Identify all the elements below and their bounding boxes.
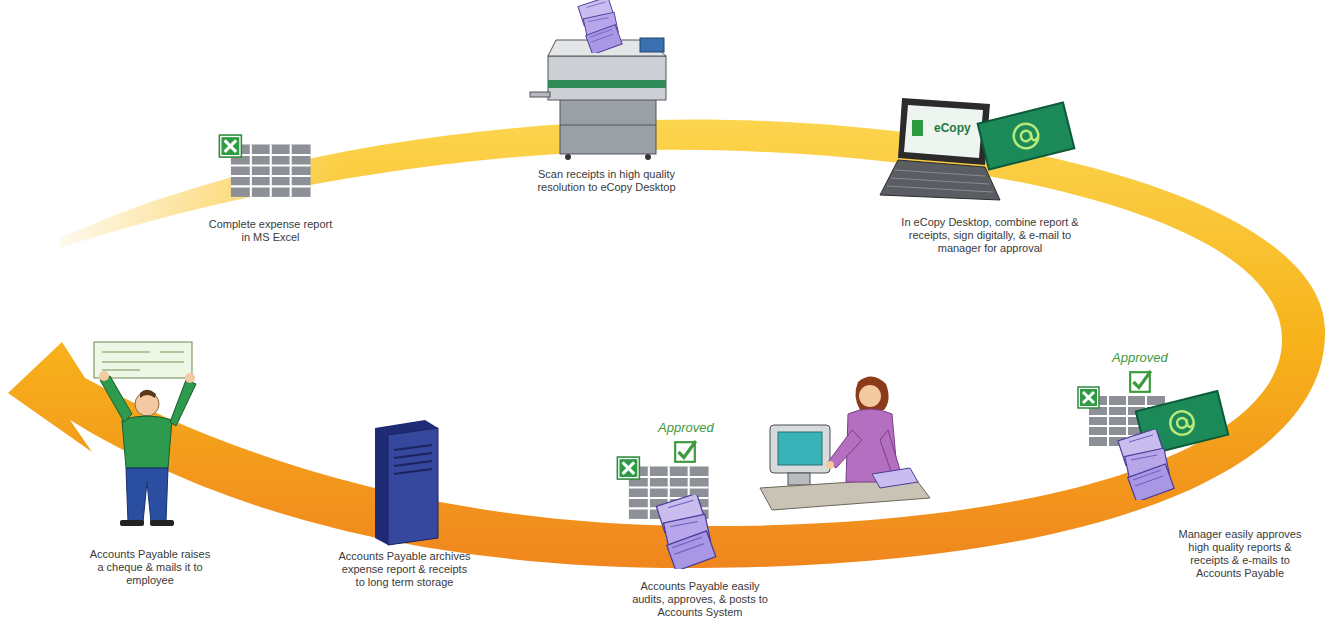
laptop-part	[898, 98, 990, 165]
employee-with-cheque-part	[100, 376, 132, 422]
laptop-part-part	[891, 178, 989, 184]
archive-server-part-part	[394, 469, 432, 474]
archive-server-part	[388, 428, 438, 545]
archive-server-part	[394, 445, 432, 474]
laptop-part	[912, 120, 923, 136]
employee-with-cheque-part	[120, 520, 144, 526]
scanner-copier-part	[548, 80, 666, 88]
archive-server	[375, 420, 438, 545]
clerk-at-desk-part	[788, 473, 810, 485]
laptop	[880, 98, 1000, 200]
excel-sheet-icon	[219, 135, 310, 197]
employee-with-cheque-part-part	[160, 351, 184, 353]
scanner-copier-part	[578, 0, 622, 55]
employee-with-cheque-part	[94, 342, 192, 378]
approval-stamp: Approved	[658, 420, 714, 435]
clerk-at-desk-part	[778, 432, 822, 465]
clerk-at-desk-part	[770, 425, 830, 473]
employee-with-cheque-part	[185, 373, 195, 383]
step-caption: Complete expense report in MS Excel	[203, 218, 338, 244]
scanner-copier-part	[645, 154, 651, 160]
approved-check	[1130, 371, 1151, 392]
employee-with-cheque-part	[99, 371, 109, 381]
scanner-copier-part	[560, 125, 656, 126]
archive-server-part-part	[394, 461, 432, 466]
archive-server-part-part	[394, 453, 432, 458]
clerk-at-desk	[760, 376, 930, 510]
step-caption: Accounts Payable easily audits, approves…	[625, 580, 775, 619]
employee-with-cheque-part	[102, 352, 184, 370]
employee-with-cheque-part-part	[102, 361, 184, 363]
clerk-at-desk-part	[855, 376, 888, 410]
scanner-copier-part	[565, 154, 571, 160]
step-caption: Manager easily approves high quality rep…	[1170, 528, 1310, 580]
archive-server-part-part	[394, 445, 432, 450]
receipt-papers	[1118, 428, 1174, 502]
employee-with-cheque-part	[140, 390, 156, 398]
laptop-part	[887, 170, 993, 192]
scanner-copier	[530, 0, 666, 160]
laptop-part-part	[895, 170, 985, 176]
laptop-part-part	[887, 186, 993, 192]
step-caption: Scan receipts in high quality resolution…	[534, 168, 679, 194]
employee-with-cheque-part	[122, 416, 172, 468]
scanner-copier-part	[560, 98, 656, 154]
band-fade	[0, 110, 340, 290]
clerk-at-desk-part	[859, 385, 881, 407]
approved-check	[675, 441, 696, 462]
email-envelope	[978, 103, 1075, 170]
laptop-part	[904, 105, 983, 158]
employee-with-cheque-part	[170, 380, 196, 426]
employee-with-cheque-part	[126, 468, 168, 522]
scanner-copier-part	[640, 38, 664, 52]
scanner-copier-part	[548, 56, 666, 100]
scanner-copier-part	[530, 92, 550, 97]
receipt-papers	[656, 493, 715, 571]
clerk-at-desk-part	[828, 430, 862, 468]
approval-stamp: Approved	[1112, 350, 1168, 365]
clerk-at-desk-part	[872, 468, 918, 488]
step-caption: Accounts Payable raises a cheque & mails…	[89, 548, 211, 587]
employee-with-cheque-part-part	[102, 369, 140, 371]
step-caption: In eCopy Desktop, combine report & recei…	[890, 216, 1090, 255]
employee-with-cheque	[94, 342, 196, 526]
employee-with-cheque-part-part	[102, 351, 150, 353]
laptop-part	[880, 160, 1000, 200]
archive-server-part	[375, 420, 438, 545]
clerk-at-desk-part	[880, 430, 900, 474]
screen-logo-text: eCopy	[934, 121, 971, 135]
clerk-at-desk-part	[826, 461, 834, 469]
step-caption: Accounts Payable archives expense report…	[337, 550, 472, 589]
employee-with-cheque-part	[150, 520, 174, 526]
